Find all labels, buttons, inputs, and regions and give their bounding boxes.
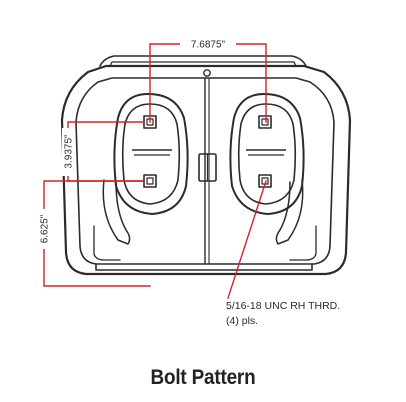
bolt-hole-bottom-left-inner [146, 177, 154, 185]
right-bracket [275, 179, 304, 245]
left-mounting-pad [113, 93, 189, 215]
housing-ledge-inner [109, 61, 297, 67]
diagram-caption: Bolt Pattern [150, 366, 256, 389]
housing-inner-edge [75, 77, 335, 265]
left-bracket [102, 179, 131, 245]
overall-label-mask [38, 209, 51, 249]
right-pad-outer [229, 93, 305, 215]
right-lower-pocket [289, 225, 317, 261]
vertical-label-mask [62, 128, 75, 176]
bolt-hole-bottom-left [143, 174, 157, 188]
housing-top-ledge [99, 55, 307, 67]
callout-leader-line [227, 180, 267, 299]
horizontal-label-mask [180, 36, 236, 50]
thread-callout-line1: 5/16-18 UNC RH THRD. [226, 300, 340, 312]
right-mounting-pad [229, 93, 305, 215]
vertical-dimension-label: 3.9375" [64, 134, 75, 169]
left-pad-inner [121, 103, 181, 205]
vertical-dimension-line [67, 121, 145, 182]
thread-callout-line2: (4) pls. [226, 315, 258, 327]
housing-base [95, 263, 313, 271]
housing-outer-edge [60, 64, 352, 276]
bolt-hole-bottom-right [258, 174, 272, 188]
right-pad-inner [237, 103, 297, 205]
housing-outline [60, 55, 352, 276]
left-lower-pocket [93, 225, 121, 261]
horizontal-dimension-label: 7.6875" [191, 40, 226, 51]
bolt-hole-top-right [258, 115, 272, 129]
left-pad-outer [113, 93, 189, 215]
center-hole [203, 69, 211, 77]
bolt-hole-top-right-inner [261, 118, 269, 126]
overall-height-label: 6.625" [40, 214, 51, 243]
